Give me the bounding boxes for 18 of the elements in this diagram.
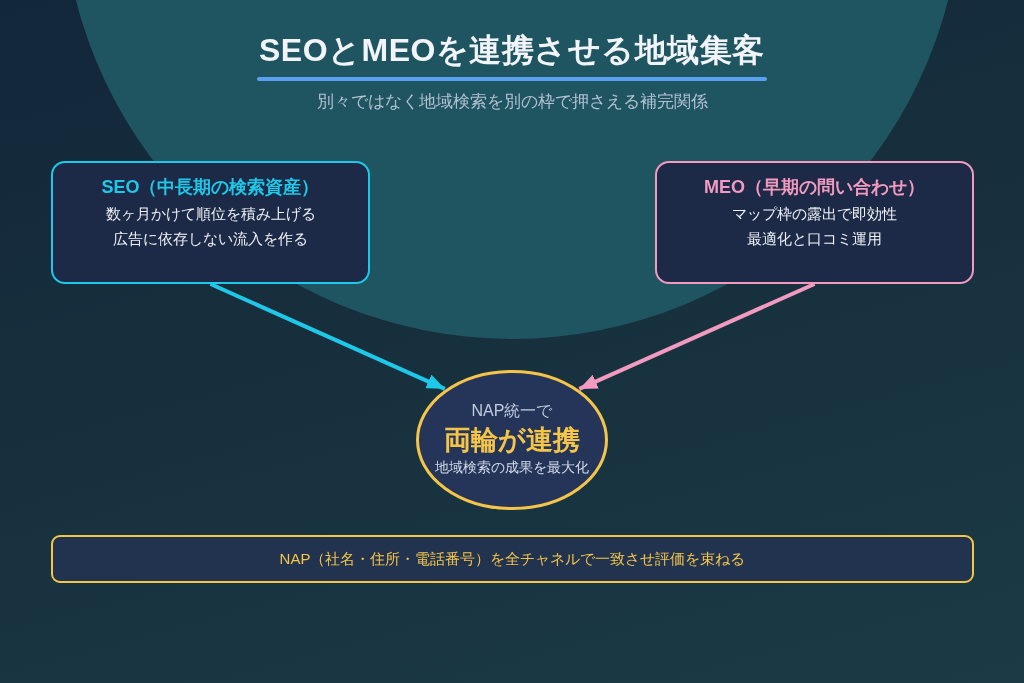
box-heading: MEO（早期の問い合わせ） [704,176,925,199]
arrow [209,282,446,391]
box-text: 最適化と口コミ運用 [747,230,882,249]
hub-heading: 両輪が連携 [444,423,580,457]
title: SEOとMEOを連携させる地域集客 [259,31,765,70]
box-text: 数ヶ月かけて順位を積み上げる [105,205,316,224]
arrow [578,282,816,391]
hub-lead-text: NAP統一で [471,400,553,421]
hub-ellipse [416,370,608,510]
hub-text: 地域検索の成果を最大化 [435,459,589,477]
box-text: 広告に依存しない流入を作る [113,230,308,249]
banner-box [51,535,974,583]
info-box [655,161,974,284]
box-text: マップ枠の露出で即効性 [732,205,897,224]
banner-text: NAP（社名・住所・電話番号）を全チャネルで一致させ評価を束ねる [279,549,746,569]
subtitle: 別々ではなく地域検索を別の枠で押さえる補完関係 [316,91,708,113]
box-heading: SEO（中長期の検索資産） [101,176,320,199]
info-box [51,161,370,284]
